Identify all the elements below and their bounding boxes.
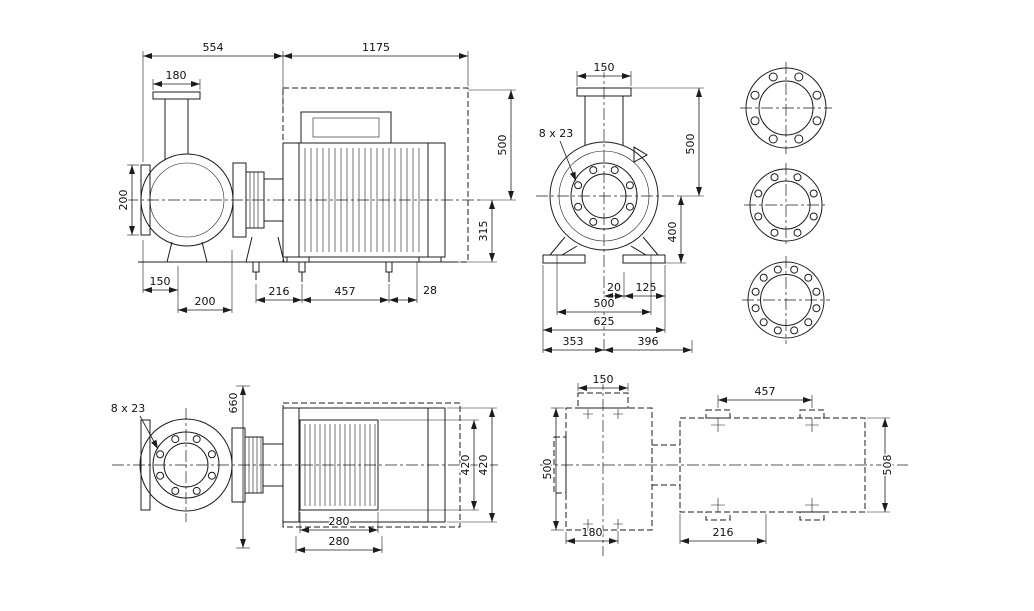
anchor-bolt-2 bbox=[385, 261, 393, 273]
bolt-hole-leader bbox=[139, 415, 159, 450]
motor-foot-rear bbox=[418, 256, 442, 263]
right-leg-inner bbox=[630, 245, 647, 256]
dim-flange-width: 150 bbox=[593, 373, 614, 386]
dim-discharge-flange-width: 150 bbox=[594, 61, 615, 74]
dim-foot-length: 200 bbox=[195, 295, 216, 308]
motor-fins bbox=[304, 148, 420, 252]
side-view-dimensions: 554 1175 180 200 150 200 bbox=[116, 40, 516, 313]
bracket-foot bbox=[245, 236, 285, 263]
discharge-bore bbox=[163, 442, 209, 488]
stator-core bbox=[299, 419, 379, 511]
right-leg-outer bbox=[642, 236, 659, 256]
left-leg-outer bbox=[549, 236, 566, 256]
bracket-fins bbox=[248, 437, 262, 493]
anchor-bolt-crosses bbox=[583, 409, 819, 529]
discharge-flange bbox=[152, 91, 201, 100]
motor-block bbox=[679, 417, 866, 513]
dim-motor-body-width: 420 bbox=[477, 455, 490, 476]
discharge-flange bbox=[576, 87, 632, 97]
core-fins bbox=[304, 424, 376, 506]
pump-outline bbox=[140, 91, 285, 280]
dim-base-width: 625 bbox=[594, 315, 615, 328]
side-view: 554 1175 180 200 150 200 bbox=[116, 40, 516, 313]
end-view-dimensions: 150 8 x 23 500 400 20 125 500 bbox=[537, 60, 704, 353]
dim-foot-front-offset: 150 bbox=[150, 275, 171, 288]
dim-pump-foot-length: 180 bbox=[582, 526, 603, 539]
dim-bolt-holes: 8 x 23 bbox=[539, 127, 574, 140]
pump-plan-outline bbox=[139, 418, 284, 512]
dim-anchor-offset: 216 bbox=[269, 285, 290, 298]
dim-foot-hole-spacing: 125 bbox=[636, 281, 657, 294]
discharge-flange-face bbox=[152, 431, 220, 499]
discharge-bolt-holes bbox=[156, 435, 216, 495]
left-foot-pad bbox=[542, 254, 586, 264]
dim-foot-bolt-span: 500 bbox=[594, 297, 615, 310]
dim-motor-length: 1175 bbox=[362, 41, 390, 54]
motor-tab-bottom-right bbox=[799, 511, 825, 521]
right-foot-pad bbox=[622, 254, 666, 264]
footprint-outline bbox=[553, 392, 866, 531]
dim-base-depth: 400 bbox=[666, 222, 679, 243]
motor-tab-top-right bbox=[799, 409, 825, 419]
terminal-box bbox=[300, 111, 392, 144]
suction-flange bbox=[140, 419, 151, 511]
vent-plug-mark bbox=[633, 146, 649, 163]
dim-core-length: 280 bbox=[329, 515, 350, 528]
dim-centerline-height: 315 bbox=[477, 221, 490, 242]
flange-face-top bbox=[740, 62, 832, 154]
baseplate-view: 150 457 500 508 180 216 bbox=[540, 372, 908, 556]
plan-view-dimensions: 8 x 23 660 420 420 280 280 bbox=[109, 385, 497, 553]
motor-outline bbox=[282, 87, 469, 282]
suction-bolt-holes bbox=[574, 166, 634, 226]
suction-bore bbox=[581, 173, 627, 219]
volute-inner-wall bbox=[149, 162, 225, 238]
dim-flange-height: 500 bbox=[684, 134, 697, 155]
dim-suction-flange-dia: 200 bbox=[117, 190, 130, 211]
motor-foot-front bbox=[286, 256, 310, 263]
bolt-holes bbox=[751, 265, 821, 335]
dim-width-left: 353 bbox=[563, 335, 584, 348]
dim-discharge-flange-width: 180 bbox=[166, 69, 187, 82]
bracket-anchor-bolt bbox=[252, 261, 260, 273]
dim-overall-width: 660 bbox=[227, 393, 240, 414]
pump-end-outline bbox=[542, 87, 666, 264]
left-leg-inner bbox=[561, 245, 578, 256]
baseplate-dimensions: 150 457 500 508 180 216 bbox=[540, 372, 896, 544]
suction-flange-face bbox=[570, 162, 638, 230]
pump-front-foot bbox=[166, 241, 208, 263]
plan-view: 8 x 23 660 420 420 280 280 bbox=[109, 385, 498, 553]
bolt-hole-leader bbox=[559, 140, 577, 182]
bracket-fins bbox=[249, 172, 259, 228]
dim-bolt-holes: 8 x 23 bbox=[111, 402, 146, 415]
dim-foot-spacing: 280 bbox=[329, 535, 350, 548]
anchor-bolt-1 bbox=[298, 261, 306, 273]
volute-inner-wall bbox=[558, 150, 650, 242]
dim-pump-length: 554 bbox=[203, 41, 224, 54]
dim-anchor-spacing: 457 bbox=[335, 285, 356, 298]
dim-anchor-overhang: 28 bbox=[423, 284, 437, 297]
bolt-holes bbox=[750, 72, 822, 144]
flange-face-middle bbox=[744, 163, 828, 247]
motor-tab-top-left bbox=[705, 409, 731, 419]
dim-pump-block-width: 500 bbox=[541, 459, 554, 480]
bolt-holes bbox=[754, 173, 818, 237]
dim-height-above-centerline: 500 bbox=[496, 135, 509, 156]
pump-block bbox=[565, 407, 653, 531]
dim-foot-hole-offset: 20 bbox=[607, 281, 621, 294]
dim-anchor-spacing: 457 bbox=[755, 385, 776, 398]
flange-views bbox=[740, 62, 832, 344]
motor-tab-bottom-left bbox=[705, 511, 731, 521]
dim-width-right: 396 bbox=[638, 335, 659, 348]
volute-casing bbox=[549, 141, 659, 251]
max-motor-envelope bbox=[282, 87, 469, 263]
flange-face-bottom bbox=[742, 256, 830, 344]
end-view: 150 8 x 23 500 400 20 125 500 bbox=[536, 60, 704, 353]
dim-motor-core-width: 420 bbox=[459, 455, 472, 476]
terminal-box-lid bbox=[312, 117, 380, 138]
dim-motor-block-width: 508 bbox=[881, 455, 894, 476]
dim-motor-foot-offset: 216 bbox=[713, 526, 734, 539]
